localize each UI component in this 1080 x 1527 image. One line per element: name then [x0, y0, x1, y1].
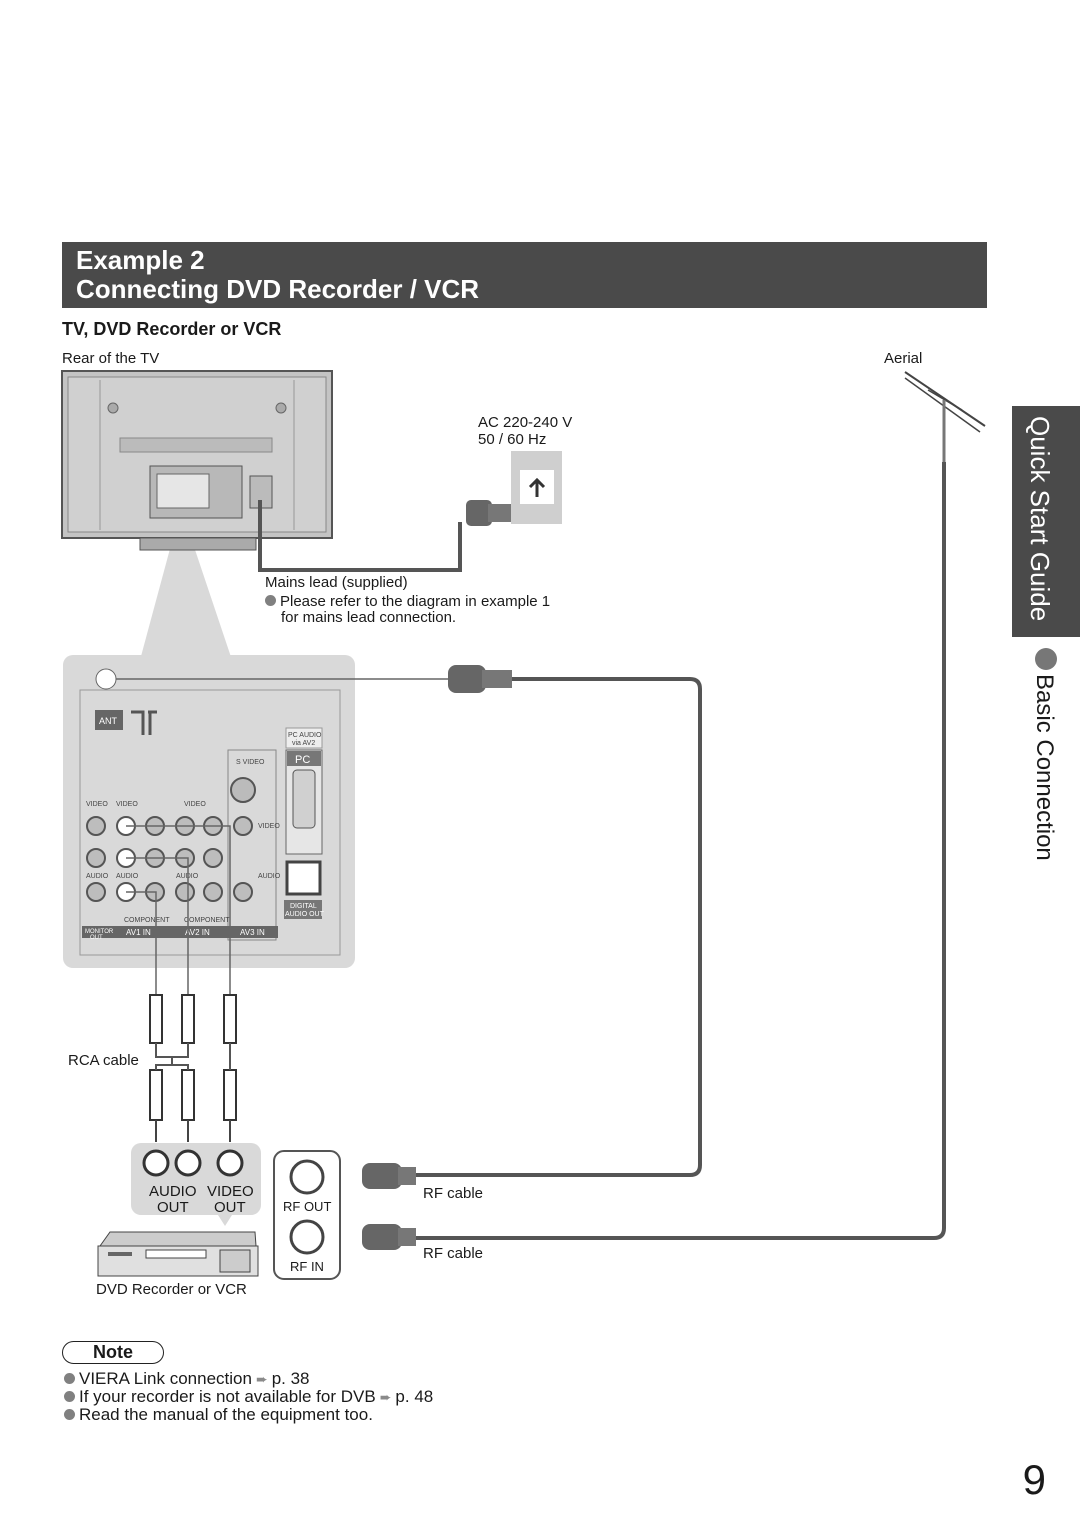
panel-pc-audio-2: via AV2 — [292, 740, 315, 747]
bullet-icon — [64, 1373, 75, 1384]
panel-video-a: VIDEO — [86, 801, 108, 808]
panel-av1: AV1 IN — [126, 928, 151, 937]
panel-audio-b: AUDIO — [116, 873, 139, 880]
panel-video-b: VIDEO — [116, 801, 138, 808]
label-audio-out-2: OUT — [157, 1199, 189, 1216]
note-item-text: If your recorder is not available for DV… — [79, 1387, 376, 1406]
page-number: 9 — [1022, 1456, 1046, 1503]
header-example-number: Example 2 — [76, 245, 205, 275]
rca-wires — [126, 825, 231, 995]
label-rear-of-tv: Rear of the TV — [62, 350, 160, 367]
label-mains-lead: Mains lead (supplied) — [265, 574, 408, 591]
page-ref-arrow-icon: ➨ — [379, 1389, 392, 1405]
label-video-out-2: OUT — [214, 1199, 246, 1216]
mains-lead — [258, 500, 462, 572]
panel-video-c: VIDEO — [184, 801, 206, 808]
tv-rear-illustration — [61, 370, 333, 551]
panel-video-d: VIDEO — [258, 823, 280, 830]
terminal-panel — [63, 655, 355, 968]
panel-s-video: S VIDEO — [236, 759, 265, 766]
note-item-text: Read the manual of the equipment too. — [79, 1405, 373, 1424]
aerial-icon — [904, 371, 986, 462]
section-header — [62, 242, 987, 308]
panel-pc-audio-1: PC AUDIO — [288, 732, 322, 739]
label-audio-out-1: AUDIO — [149, 1183, 197, 1200]
rf-cable-2 — [412, 462, 946, 1240]
note-item: VIERA Link connection➨p. 38 — [64, 1370, 310, 1388]
label-ac-voltage: AC 220-240 V — [478, 414, 573, 431]
label-rf-cable-bottom: RF cable — [423, 1245, 484, 1262]
dvd-recorder-illustration — [97, 1231, 259, 1277]
panel-component-1: COMPONENT — [124, 917, 170, 924]
panel-digital-1: DIGITAL — [290, 903, 317, 910]
bullet-icon — [265, 595, 276, 606]
note-item: If your recorder is not available for DV… — [64, 1388, 433, 1406]
label-video-out-1: VIDEO — [207, 1183, 254, 1200]
mains-note-line1: Please refer to the diagram in example 1 — [265, 593, 550, 610]
note-item-ref[interactable]: p. 48 — [395, 1387, 434, 1406]
panel-monitor-2: OUT — [90, 935, 103, 941]
panel-audio-d: AUDIO — [258, 873, 281, 880]
zoom-wedge — [140, 508, 232, 660]
mains-plug — [466, 500, 512, 526]
panel-monitor-1: MONITOR — [85, 929, 114, 935]
subheading: TV, DVD Recorder or VCR — [62, 319, 282, 339]
label-rf-out: RF OUT — [283, 1199, 332, 1214]
bullet-icon — [64, 1391, 75, 1402]
label-rf-cable-top: RF cable — [423, 1185, 484, 1202]
panel-pc-label: PC — [295, 754, 310, 766]
bullet-icon — [1035, 648, 1057, 670]
rf-cable-1 — [412, 677, 702, 1177]
note-item-text: VIERA Link connection — [79, 1369, 252, 1388]
label-rca-cable: RCA cable — [68, 1052, 139, 1069]
panel-av3: AV3 IN — [240, 928, 265, 937]
panel-component-2: COMPONENT — [184, 917, 230, 924]
note-heading: Note — [62, 1341, 164, 1364]
side-tab-subtitle: Basic Connection — [1031, 674, 1058, 861]
note-item: Read the manual of the equipment too. — [64, 1406, 373, 1424]
rca-jacks — [86, 816, 253, 902]
page-ref-arrow-icon: ➨ — [255, 1371, 268, 1387]
panel-audio-a: AUDIO — [86, 873, 109, 880]
note-item-ref[interactable]: p. 38 — [271, 1369, 310, 1388]
mains-note-line2: for mains lead connection. — [281, 609, 457, 626]
rf-plugs — [362, 665, 512, 1250]
side-tab — [1012, 406, 1080, 637]
rca-cable — [149, 994, 237, 1142]
side-tab-title: Quick Start Guide — [1025, 416, 1055, 622]
label-ac-frequency: 50 / 60 Hz — [478, 431, 547, 448]
label-aerial: Aerial — [884, 350, 923, 367]
panel-digital-2: AUDIO OUT — [285, 911, 325, 918]
rf-panel — [273, 1150, 341, 1280]
header-title: Connecting DVD Recorder / VCR — [76, 274, 480, 304]
panel-ant-label: ANT — [99, 716, 118, 726]
bullet-icon — [64, 1409, 75, 1420]
label-dvd-recorder: DVD Recorder or VCR — [96, 1281, 247, 1298]
wall-socket-icon — [511, 451, 562, 524]
label-rf-in: RF IN — [290, 1259, 324, 1274]
mains-note-text: Please refer to the diagram in example 1 — [280, 593, 551, 610]
panel-av2: AV2 IN — [185, 928, 210, 937]
